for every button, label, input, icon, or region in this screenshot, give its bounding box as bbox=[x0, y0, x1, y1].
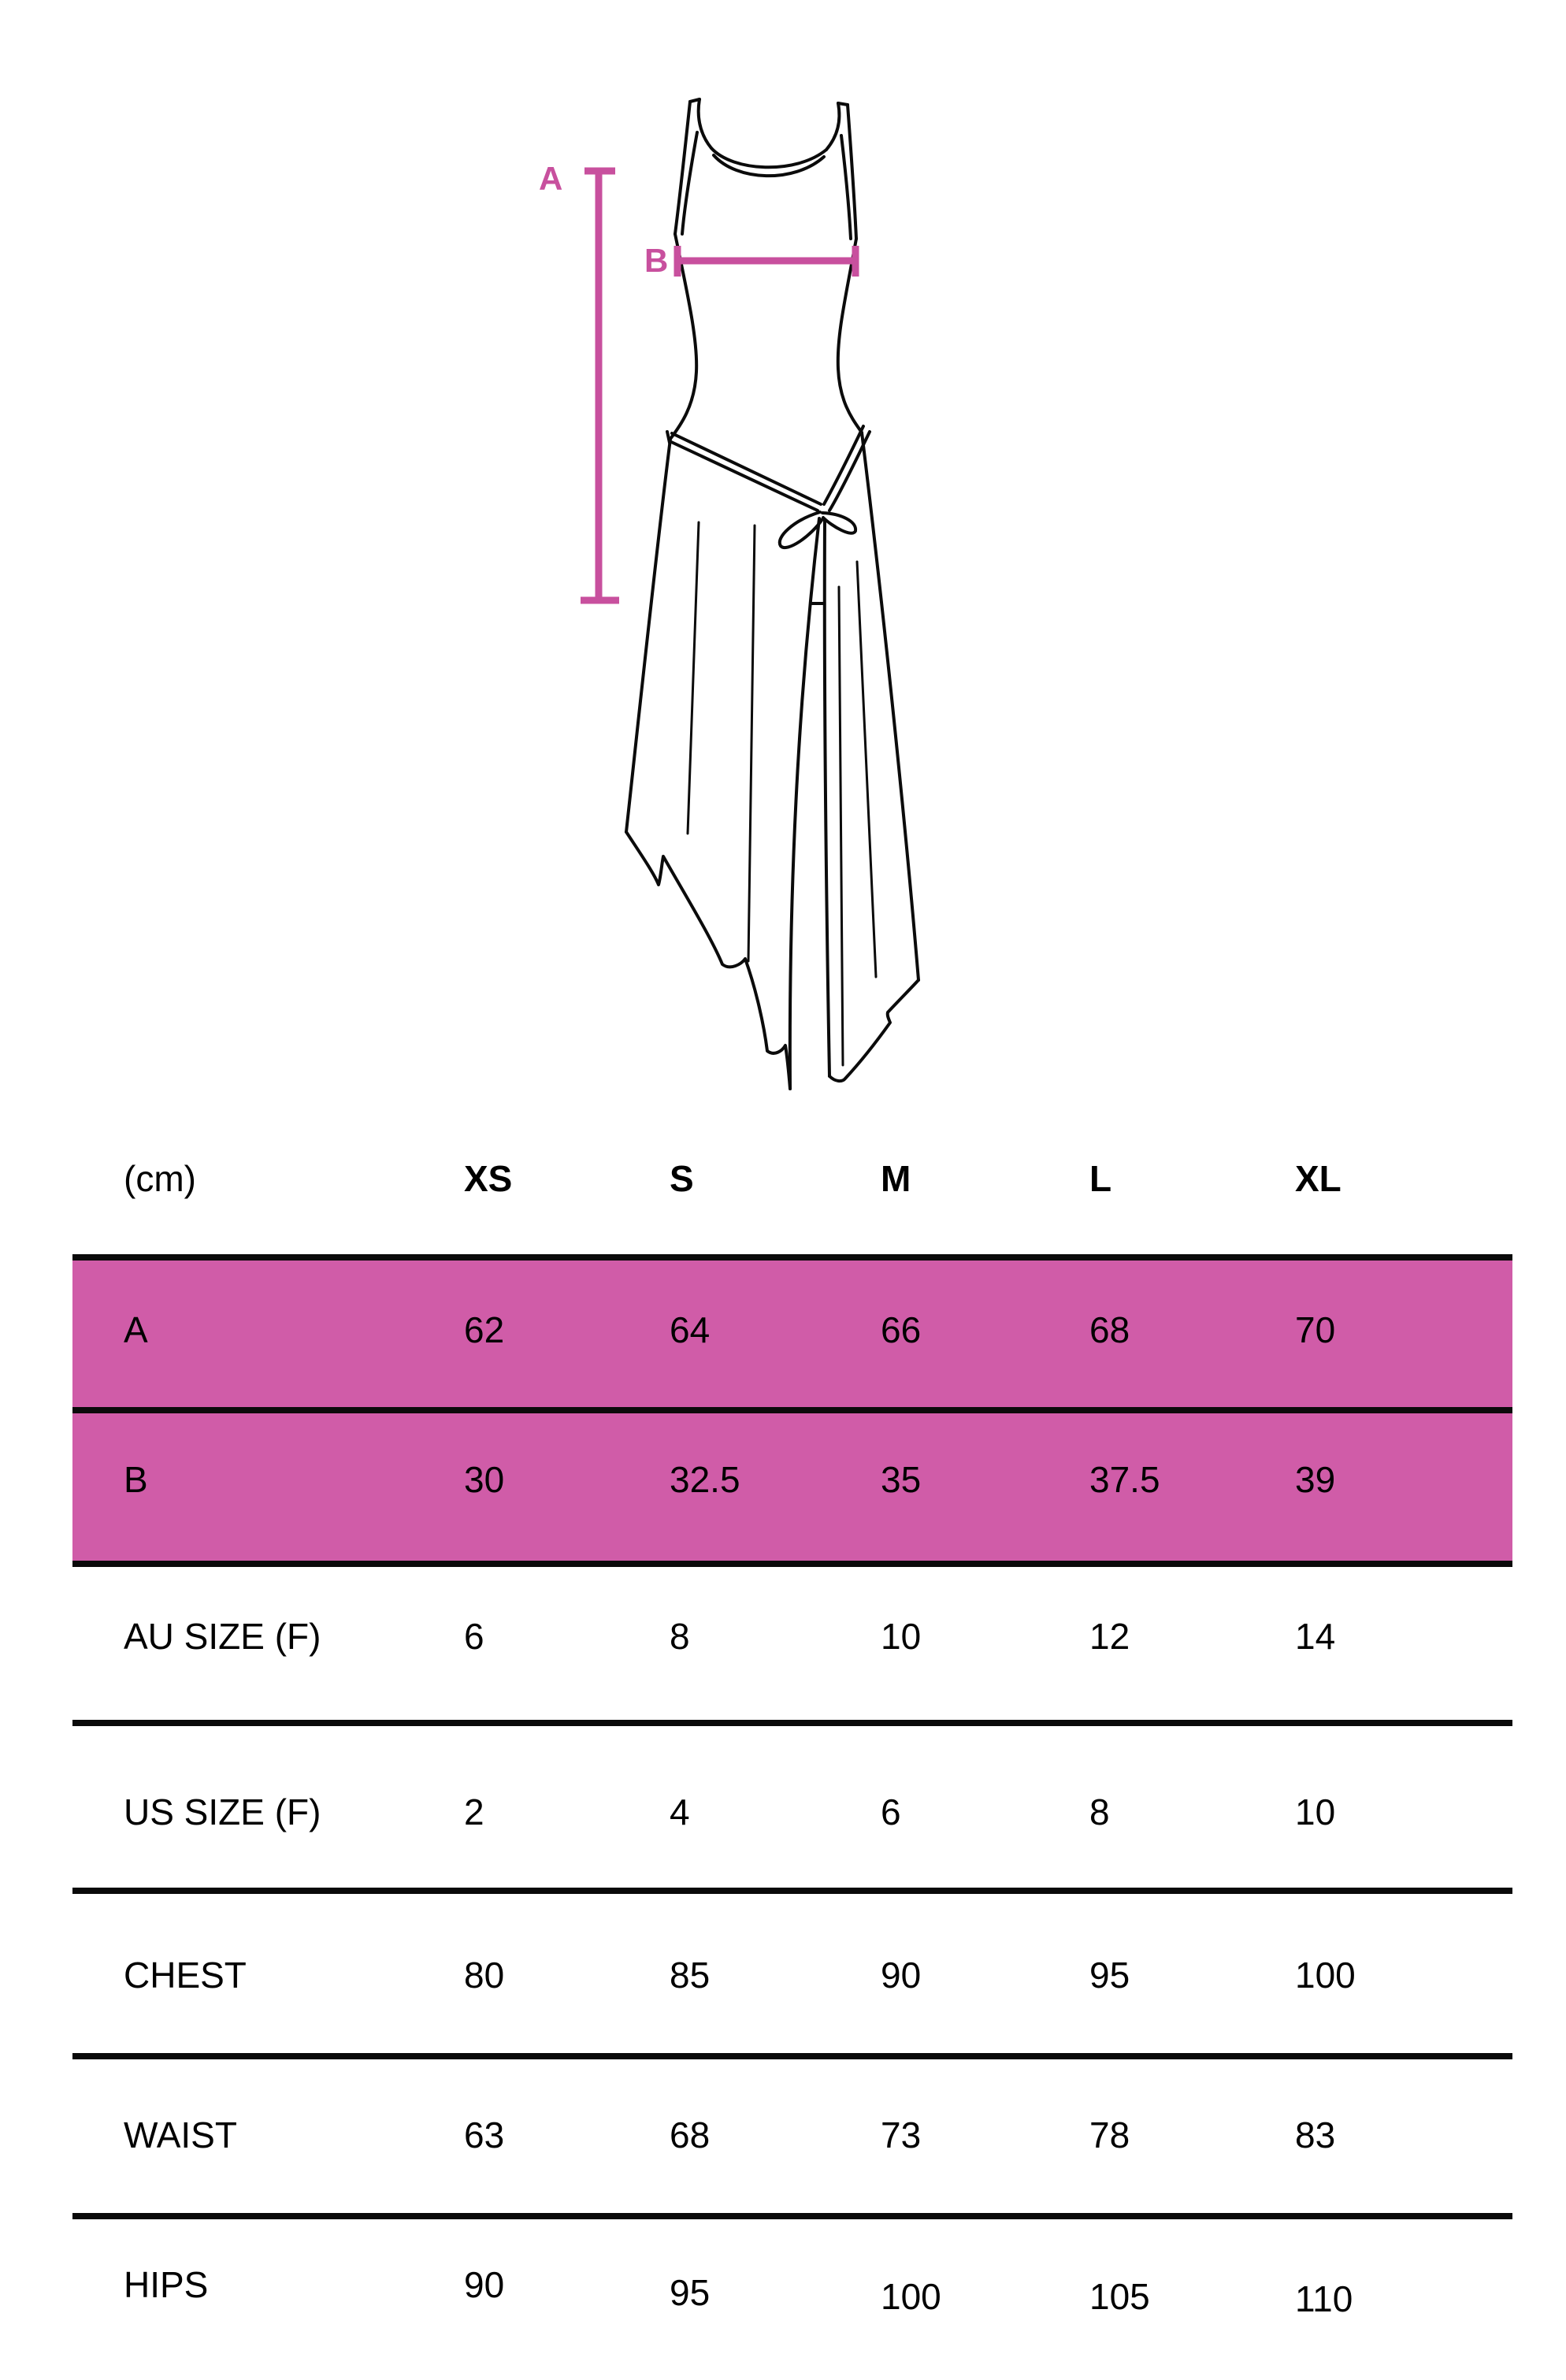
cell-value: 10 bbox=[1295, 1791, 1336, 1832]
cell-value: 78 bbox=[1089, 2115, 1130, 2155]
table-divider bbox=[72, 1888, 1512, 1894]
size-header-xl: XL bbox=[1295, 1158, 1341, 1199]
cell-value: 30 bbox=[464, 1459, 505, 1500]
row-label: HIPS bbox=[124, 2264, 209, 2305]
dress-illustration bbox=[581, 98, 920, 1090]
cell-value: 105 bbox=[1089, 2276, 1150, 2317]
size-header-xs: XS bbox=[464, 1158, 513, 1199]
cell-value: 95 bbox=[670, 2272, 711, 2313]
row-label: WAIST bbox=[124, 2115, 237, 2155]
cell-value: 68 bbox=[1089, 1309, 1130, 1350]
cell-value: 6 bbox=[881, 1791, 901, 1832]
cell-value: 10 bbox=[881, 1616, 922, 1657]
measurement-line-b bbox=[674, 246, 859, 277]
table-row-us-size: US SIZE (F) 2 4 6 8 10 bbox=[0, 1788, 1566, 1836]
cell-value: 85 bbox=[670, 1955, 711, 1996]
cell-value: 63 bbox=[464, 2115, 505, 2155]
cell-value: 35 bbox=[881, 1459, 922, 1500]
cell-value: 100 bbox=[1295, 1955, 1356, 1996]
cell-value: 68 bbox=[670, 2115, 711, 2155]
table-divider bbox=[72, 2053, 1512, 2059]
table-header-row: (cm) XS S M L XL bbox=[0, 1155, 1566, 1202]
size-header-s: S bbox=[670, 1158, 694, 1199]
cell-value: 90 bbox=[464, 2264, 505, 2305]
unit-header: (cm) bbox=[124, 1158, 196, 1199]
cell-value: 62 bbox=[464, 1309, 505, 1350]
table-divider bbox=[72, 1407, 1512, 1413]
cell-value: 70 bbox=[1295, 1309, 1336, 1350]
table-row-a: A 62 64 66 68 70 bbox=[0, 1306, 1566, 1353]
cell-value: 14 bbox=[1295, 1616, 1336, 1657]
cell-value: 95 bbox=[1089, 1955, 1130, 1996]
size-header-m: M bbox=[881, 1158, 911, 1199]
measurement-line-a bbox=[581, 167, 619, 604]
cell-value: 37.5 bbox=[1089, 1459, 1160, 1500]
cell-value: 73 bbox=[881, 2115, 922, 2155]
measurement-label-b: B bbox=[644, 242, 669, 279]
measurement-label-a: A bbox=[539, 160, 563, 197]
cell-value: 8 bbox=[670, 1616, 690, 1657]
cell-value: 4 bbox=[670, 1791, 690, 1832]
cell-value: 8 bbox=[1089, 1791, 1110, 1832]
table-row-au-size: AU SIZE (F) 6 8 10 12 14 bbox=[0, 1613, 1566, 1660]
cell-value: 64 bbox=[670, 1309, 711, 1350]
dress-outline bbox=[625, 98, 920, 1090]
table-divider bbox=[72, 2213, 1512, 2219]
cell-value: 100 bbox=[881, 2276, 941, 2317]
cell-value: 83 bbox=[1295, 2115, 1336, 2155]
row-label: US SIZE (F) bbox=[124, 1791, 321, 1832]
table-divider bbox=[72, 1561, 1512, 1567]
table-divider bbox=[72, 1254, 1512, 1261]
cell-value: 80 bbox=[464, 1955, 505, 1996]
cell-value: 2 bbox=[464, 1791, 484, 1832]
cell-value: 12 bbox=[1089, 1616, 1130, 1657]
table-divider bbox=[72, 1720, 1512, 1726]
row-label: CHEST bbox=[124, 1955, 247, 1996]
row-label: A bbox=[124, 1309, 148, 1350]
cell-value: 90 bbox=[881, 1955, 922, 1996]
table-row-b: B 30 32.5 35 37.5 39 bbox=[0, 1456, 1566, 1503]
cell-value: 39 bbox=[1295, 1459, 1336, 1500]
table-row-chest: CHEST 80 85 90 95 100 bbox=[0, 1951, 1566, 1999]
row-label: B bbox=[124, 1459, 148, 1500]
cell-value: 32.5 bbox=[670, 1459, 740, 1500]
size-header-l: L bbox=[1089, 1158, 1112, 1199]
cell-value: 110 bbox=[1295, 2278, 1353, 2319]
table-row-hips: HIPS 90 95 100 105 110 bbox=[0, 2261, 1566, 2319]
cell-value: 6 bbox=[464, 1616, 484, 1657]
table-row-waist: WAIST 63 68 73 78 83 bbox=[0, 2111, 1566, 2159]
row-label: AU SIZE (F) bbox=[124, 1616, 321, 1657]
cell-value: 66 bbox=[881, 1309, 922, 1350]
bow-tie bbox=[777, 511, 858, 549]
